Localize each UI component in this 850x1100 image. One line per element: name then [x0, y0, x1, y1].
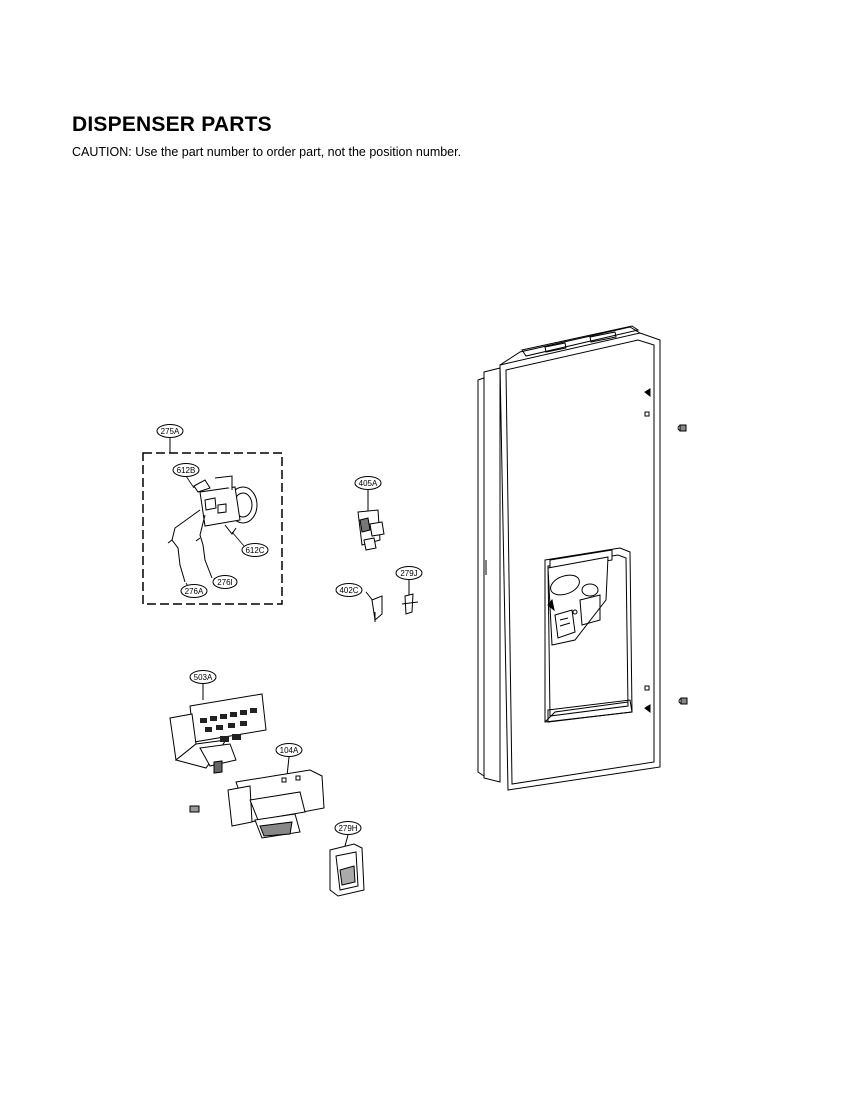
svg-text:276I: 276I [217, 578, 233, 587]
housing-screw [189, 805, 200, 813]
refrigerator-door [477, 325, 661, 791]
callout-405A: 405A [354, 476, 382, 490]
svg-text:405A: 405A [359, 479, 378, 488]
callout-612C: 612C [241, 543, 269, 557]
callout-276A: 276A [180, 584, 208, 598]
svg-text:402C: 402C [339, 586, 358, 595]
bracket-402C [365, 591, 383, 622]
caution-note: CAUTION: Use the part number to order pa… [72, 145, 462, 159]
kit-boundary-275A [142, 452, 283, 605]
wire-harness [167, 509, 213, 583]
water-valve-405A [357, 490, 385, 551]
callout-612B: 612B [172, 463, 200, 477]
svg-text:276A: 276A [185, 587, 204, 596]
svg-text:612C: 612C [245, 546, 264, 555]
callout-279H: 279H [334, 821, 362, 835]
svg-text:279H: 279H [338, 824, 357, 833]
svg-text:612B: 612B [177, 466, 196, 475]
svg-text:503A: 503A [194, 673, 213, 682]
callout-104A: 104A [275, 743, 303, 757]
page-title: DISPENSER PARTS [72, 113, 272, 136]
door-screw-lower [678, 697, 688, 705]
door-screw-upper [677, 424, 687, 432]
callout-276I: 276I [212, 575, 238, 589]
dispenser-housing-104A [227, 756, 325, 839]
callout-503A: 503A [189, 670, 217, 684]
svg-text:279J: 279J [400, 569, 417, 578]
cover-279H [329, 834, 365, 897]
callout-275A: 275A [156, 424, 184, 438]
sensor-279J [401, 580, 419, 615]
callout-279J: 279J [395, 566, 423, 580]
svg-text:104A: 104A [280, 746, 299, 755]
control-panel-503A [169, 684, 267, 774]
svg-text:275A: 275A [161, 427, 180, 436]
callout-402C: 402C [335, 583, 363, 597]
dispenser-motor [193, 475, 258, 535]
